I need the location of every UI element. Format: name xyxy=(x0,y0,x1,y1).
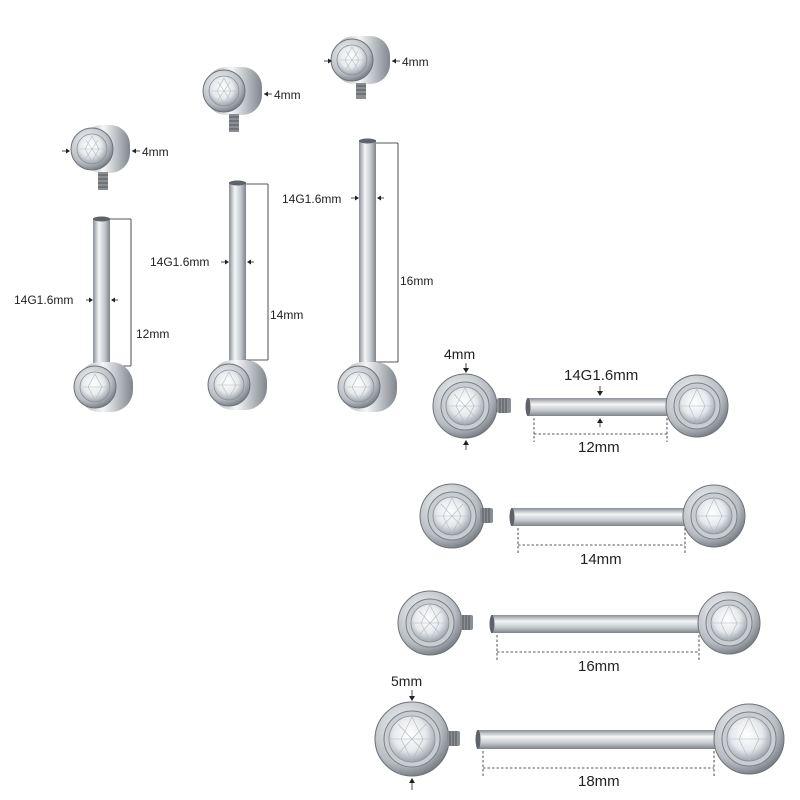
loose-gem-side xyxy=(432,373,511,439)
fixed-gem-end xyxy=(337,362,397,412)
length-label: 14mm xyxy=(270,308,303,322)
loose-gem-side xyxy=(419,483,493,549)
fixed-gem-end xyxy=(207,360,267,410)
head-size-label: 4mm xyxy=(142,145,169,159)
loose-gem-top xyxy=(330,36,390,99)
loose-gem-top xyxy=(202,67,262,132)
length-label: 14mm xyxy=(580,551,622,568)
horizontal-barbell-16mm: 16mm xyxy=(397,590,761,675)
gauge-label: 14G1.6mm xyxy=(150,255,209,269)
fixed-gem-end xyxy=(73,362,133,412)
length-label: 16mm xyxy=(400,274,433,288)
length-label: 18mm xyxy=(578,773,620,790)
bar xyxy=(527,398,673,416)
loose-gem-top xyxy=(70,125,130,190)
vertical-barbell-16mm: 4mm 14G1.6mm 16mm xyxy=(282,36,433,412)
vertical-barbell-14mm: 4mm 14G1.6mm 14mm xyxy=(150,67,303,410)
head-size-label: 5mm xyxy=(391,673,422,689)
bar xyxy=(511,508,689,526)
length-label: 12mm xyxy=(136,327,169,341)
head-size-label: 4mm xyxy=(274,88,301,102)
bar xyxy=(491,615,705,633)
fixed-gem-end xyxy=(665,374,729,438)
fixed-gem-end xyxy=(713,703,785,775)
fixed-gem-end xyxy=(682,484,746,548)
vertical-barbell-12mm: 4mm 14G1.6mm 12mm xyxy=(14,125,169,412)
fixed-gem-end xyxy=(697,591,761,655)
horizontal-barbell-14mm: 14mm xyxy=(419,483,746,568)
loose-gem-side xyxy=(374,701,460,777)
gauge-label: 14G1.6mm xyxy=(282,192,341,206)
length-label: 12mm xyxy=(578,439,620,456)
bar xyxy=(229,182,246,368)
head-size-label: 4mm xyxy=(444,346,475,362)
bar xyxy=(93,218,110,368)
horizontal-barbell-18mm: 5mm 18mm xyxy=(374,673,785,790)
bar xyxy=(477,730,720,749)
gauge-label: 14G1.6mm xyxy=(14,293,73,307)
bar xyxy=(359,140,376,368)
gauge-label: 14G1.6mm xyxy=(564,367,638,384)
loose-gem-side xyxy=(397,590,473,656)
head-size-label: 4mm xyxy=(402,55,429,69)
horizontal-barbell-12mm: 4mm 14G1.6mm 12mm xyxy=(432,346,729,456)
length-label: 16mm xyxy=(578,658,620,675)
